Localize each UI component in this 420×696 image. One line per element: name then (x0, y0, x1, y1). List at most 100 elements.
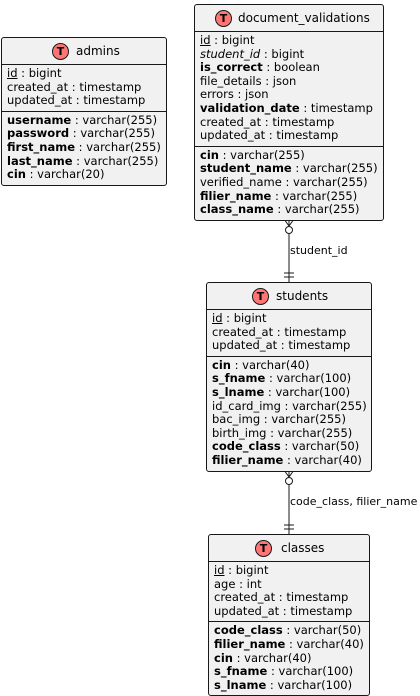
field-name: username (7, 112, 72, 127)
field-separator: : (266, 677, 278, 692)
field-row: student_id : bigint (200, 46, 383, 62)
field-separator: : (210, 33, 222, 47)
field-name: validation_date (200, 100, 300, 115)
field-type: timestamp (288, 338, 351, 353)
field-section: cin : varchar(40)s_fname : varchar(100)s… (207, 355, 371, 471)
field-name: bac_img (212, 412, 261, 427)
field-type: timestamp (83, 93, 146, 108)
entity-header: T document_validations (195, 5, 383, 32)
field-type: bigint (233, 311, 267, 325)
field-type: varchar(255) (271, 412, 346, 427)
field-separator: : (265, 371, 277, 386)
field-name: student_name (200, 161, 292, 176)
field-separator: : (233, 87, 246, 102)
field-name: s_fname (212, 371, 266, 386)
field-row: id : bigint (212, 311, 371, 326)
field-separator: : (230, 357, 243, 372)
field-name: updated_at (214, 603, 280, 618)
field-name: s_lname (212, 384, 265, 399)
field-row: filier_name : varchar(40) (214, 637, 369, 652)
field-row: cin : varchar(255) (200, 147, 383, 163)
field-type: bigint (235, 563, 269, 577)
field-row: created_at : timestamp (212, 324, 371, 340)
zero-marker (285, 477, 293, 485)
field-type: varchar(255) (292, 174, 368, 189)
relation-label-student-id: student_id (290, 244, 348, 257)
field-name: id (214, 563, 225, 577)
table-icon: T (252, 288, 269, 305)
field-name: is_correct (200, 60, 263, 75)
field-row: class_name : varchar(255) (200, 202, 383, 217)
field-name: filier_name (200, 188, 272, 203)
field-type: varchar(100) (278, 664, 354, 679)
field-separator: : (282, 623, 294, 638)
field-name: created_at (212, 324, 274, 339)
field-separator: : (281, 174, 293, 189)
field-name: verified_name (200, 174, 282, 189)
field-type: varchar(100) (277, 677, 353, 692)
field-row: id : bigint (7, 66, 166, 81)
field-separator: : (299, 100, 311, 115)
field-separator: : (266, 425, 278, 440)
field-name: student_id (200, 46, 261, 61)
field-type: timestamp (276, 128, 339, 143)
entity-header: T admins (2, 38, 166, 65)
field-separator: : (261, 114, 273, 129)
field-row: bac_img : varchar(255) (212, 412, 371, 427)
field-row: updated_at : timestamp (214, 603, 369, 619)
field-separator: : (261, 73, 273, 88)
field-row: age : int (214, 576, 369, 592)
field-name: code_class (212, 439, 281, 454)
field-name: class_name (200, 202, 274, 217)
field-section: cin : varchar(255)student_name : varchar… (195, 145, 383, 220)
field-separator: : (25, 167, 38, 182)
field-name: filier_name (212, 452, 284, 467)
field-separator: : (260, 412, 272, 427)
field-separator: : (277, 338, 289, 353)
field-row: errors : json (200, 88, 383, 102)
field-name: s_lname (214, 677, 267, 692)
field-row: code_class : varchar(50) (214, 624, 369, 638)
field-name: last_name (7, 153, 73, 168)
field-row: s_fname : varchar(100) (214, 664, 369, 679)
table-icon: T (52, 43, 69, 60)
field-name: code_class (214, 623, 283, 638)
field-separator: : (271, 188, 283, 203)
field-name: age (214, 576, 236, 591)
table-icon: T (215, 10, 232, 27)
field-separator: : (265, 128, 277, 143)
field-row: s_lname : varchar(100) (214, 677, 369, 693)
field-name: id (200, 33, 211, 47)
entity-title: classes (281, 541, 325, 555)
field-row: created_at : timestamp (7, 80, 166, 95)
field-type: varchar(255) (302, 161, 378, 176)
field-type: varchar(255) (230, 147, 305, 162)
field-name: cin (214, 650, 233, 665)
field-name: updated_at (200, 128, 266, 143)
field-row: student_name : varchar(255) (200, 162, 383, 176)
field-name: created_at (200, 114, 262, 129)
field-row: cin : varchar(40) (214, 650, 369, 666)
field-row: file_details : json (200, 73, 383, 89)
field-type: varchar(255) (292, 398, 367, 413)
field-row: cin : varchar(20) (7, 167, 166, 182)
field-row: created_at : timestamp (214, 590, 369, 605)
field-row: verified_name : varchar(255) (200, 174, 383, 190)
field-section: username : varchar(255)password : varcha… (2, 110, 166, 185)
field-type: varchar(255) (86, 139, 161, 154)
field-name: id (212, 311, 223, 325)
field-type: varchar(20) (37, 167, 105, 182)
field-separator: : (222, 311, 234, 325)
table-icon: T (255, 540, 272, 557)
field-row: first_name : varchar(255) (7, 139, 166, 155)
field-row: username : varchar(255) (7, 112, 166, 128)
field-separator: : (280, 439, 292, 454)
